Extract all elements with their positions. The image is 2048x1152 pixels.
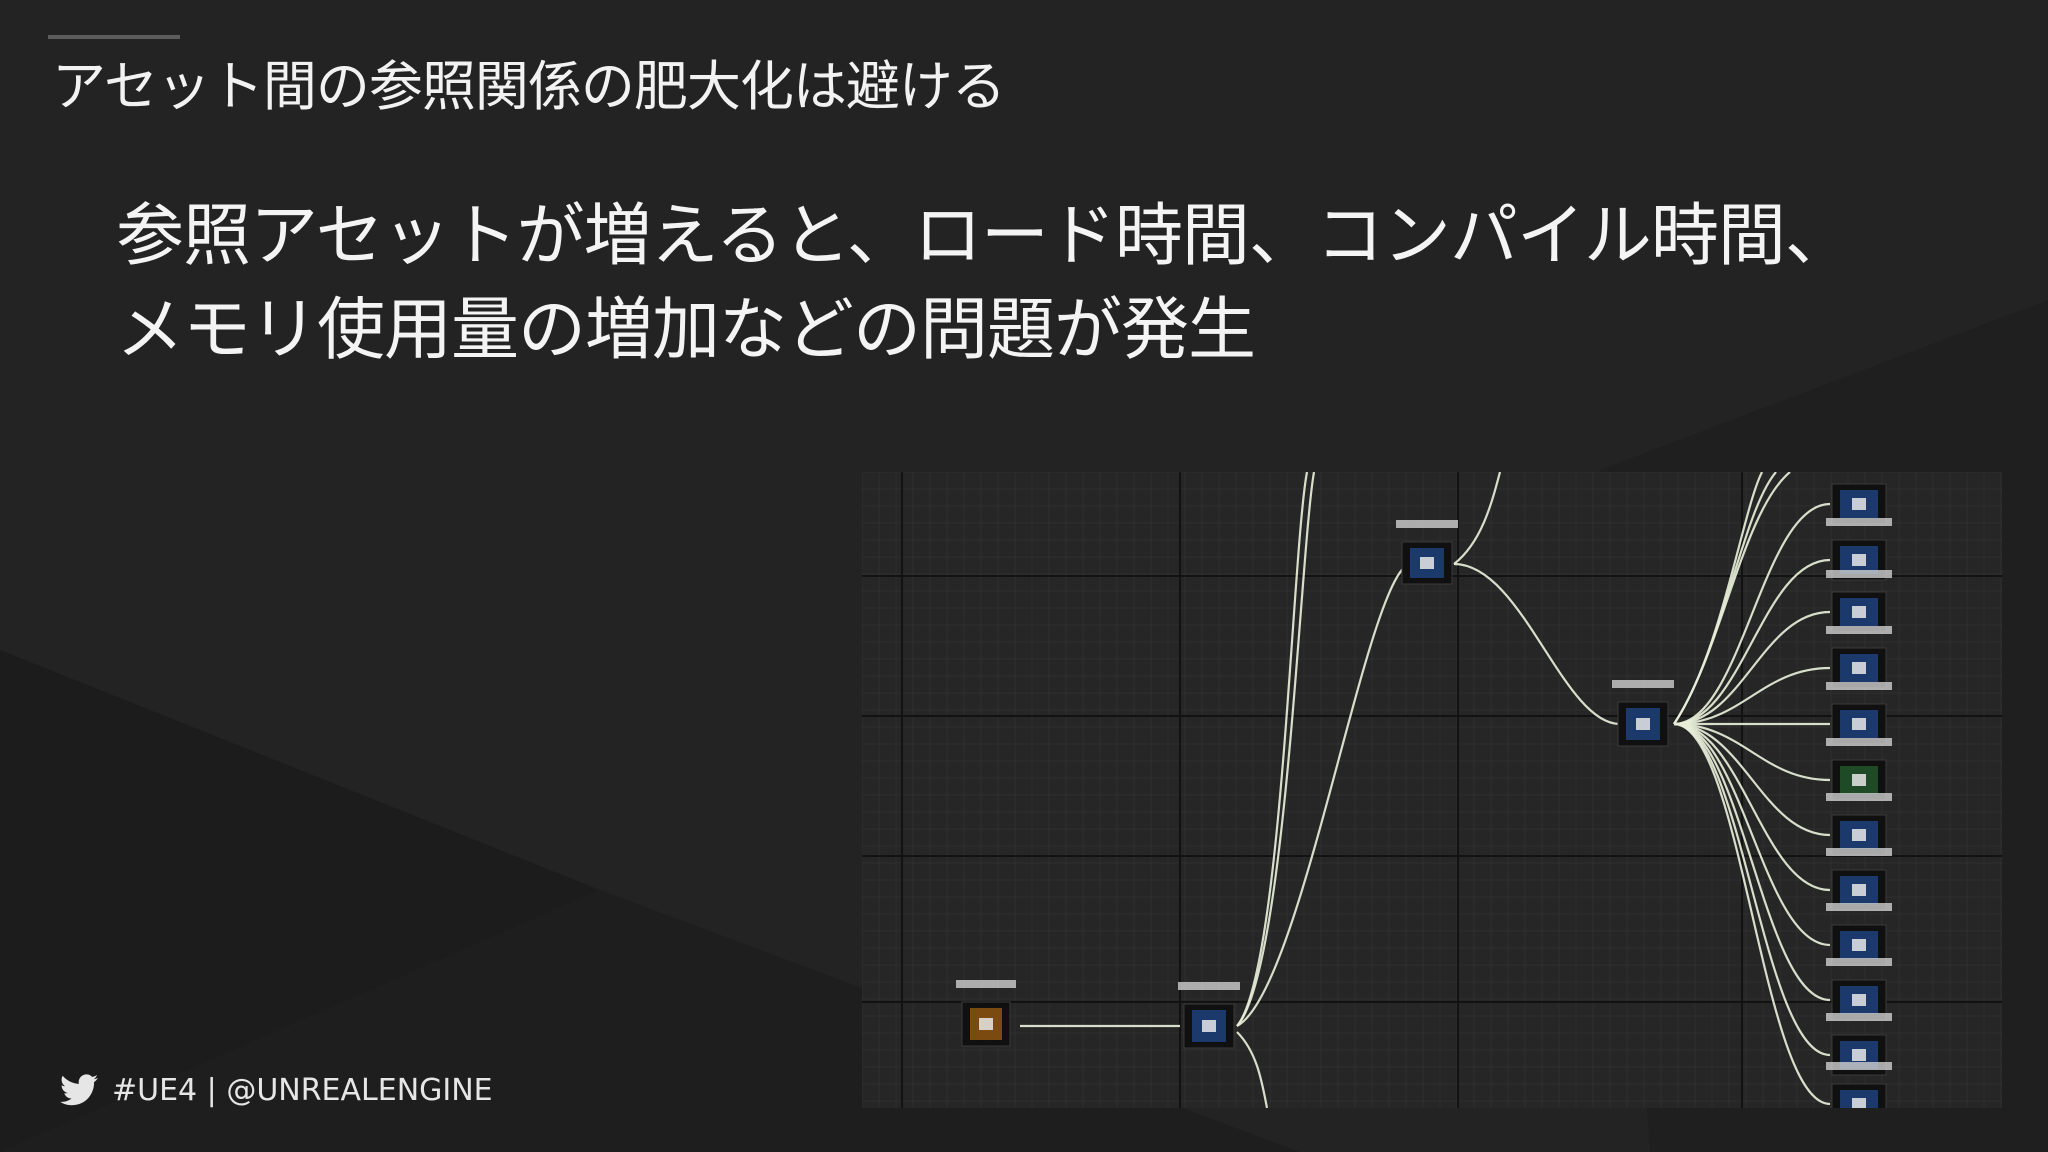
reference-wire xyxy=(1673,722,1831,1106)
reference-node-leaf-icon xyxy=(1852,939,1866,951)
title-rule xyxy=(48,35,180,39)
reference-node-header xyxy=(1612,680,1674,688)
slide-title: アセット間の参照関係の肥大化は避ける xyxy=(52,55,1006,118)
reference-node-leaf-header xyxy=(1826,1013,1892,1021)
reference-node-leaf-header xyxy=(1826,518,1892,526)
reference-node-leaf-header xyxy=(1826,570,1892,578)
reference-wire xyxy=(1673,722,1831,947)
reference-node-leaf-icon xyxy=(1852,829,1866,841)
reference-wire xyxy=(1673,722,1831,837)
reference-wire xyxy=(1236,472,1316,1027)
reference-viewer-screenshot xyxy=(862,472,2002,1108)
reference-node-icon xyxy=(1636,718,1650,730)
reference-node-icon xyxy=(1420,557,1434,569)
reference-node-leaf-icon xyxy=(1852,718,1866,730)
reference-node-header xyxy=(1178,982,1240,990)
footer-hashtag: #UE4 | @UNREALENGINE xyxy=(112,1072,493,1108)
reference-wire xyxy=(1236,1031,1269,1108)
body-line-1: 参照アセットが増えると、ロード時間、コンパイル時間、 xyxy=(116,197,1853,276)
reference-node-leaf-icon xyxy=(1852,554,1866,566)
reference-wire xyxy=(1673,502,1831,726)
reference-wire xyxy=(1673,722,1831,782)
reference-node-leaf-header xyxy=(1826,738,1892,746)
reference-wire xyxy=(1673,666,1831,726)
footer: #UE4 | @UNREALENGINE xyxy=(60,1068,493,1112)
reference-node-leaf-header xyxy=(1826,626,1892,634)
body-line-2: メモリ使用量の増加などの問題が発生 xyxy=(116,291,1256,370)
reference-node-icon xyxy=(1202,1020,1216,1032)
reference-wire xyxy=(1673,722,1831,892)
reference-node-leaf-header xyxy=(1826,1062,1892,1070)
reference-node-leaf-icon xyxy=(1852,606,1866,618)
reference-node-header xyxy=(1396,520,1458,528)
reference-node-root-header xyxy=(956,980,1016,988)
slide-body: 参照アセットが増えると、ロード時間、コンパイル時間、 メモリ使用量の増加などの問… xyxy=(116,190,1936,378)
reference-wire xyxy=(1236,472,1309,1027)
reference-node-leaf-icon xyxy=(1852,774,1866,786)
reference-graph xyxy=(862,472,2002,1108)
reference-node-leaf-header xyxy=(1826,682,1892,690)
reference-node-root-icon xyxy=(979,1018,993,1030)
twitter-bird-icon xyxy=(60,1074,98,1106)
reference-node-leaf-header xyxy=(1826,903,1892,911)
reference-wire xyxy=(1453,472,1502,565)
reference-node-leaf-icon xyxy=(1852,1098,1866,1108)
bg-shape-left xyxy=(0,650,600,1152)
reference-node-leaf-header xyxy=(1826,848,1892,856)
reference-wire xyxy=(1673,722,1831,1002)
reference-wire xyxy=(1673,722,1831,1057)
reference-wire xyxy=(1673,558,1831,726)
reference-wire xyxy=(1453,562,1620,726)
reference-node-leaf-icon xyxy=(1852,884,1866,896)
reference-node-leaf-header xyxy=(1826,793,1892,801)
reference-node-leaf-header xyxy=(1826,958,1892,966)
reference-node-leaf-icon xyxy=(1852,1049,1866,1061)
reference-wire xyxy=(1236,562,1411,1027)
reference-wire xyxy=(1673,610,1831,726)
reference-node-leaf-icon xyxy=(1852,498,1866,510)
reference-wire xyxy=(1673,472,1791,725)
reference-node-leaf-icon xyxy=(1852,662,1866,674)
reference-node-leaf-icon xyxy=(1852,994,1866,1006)
